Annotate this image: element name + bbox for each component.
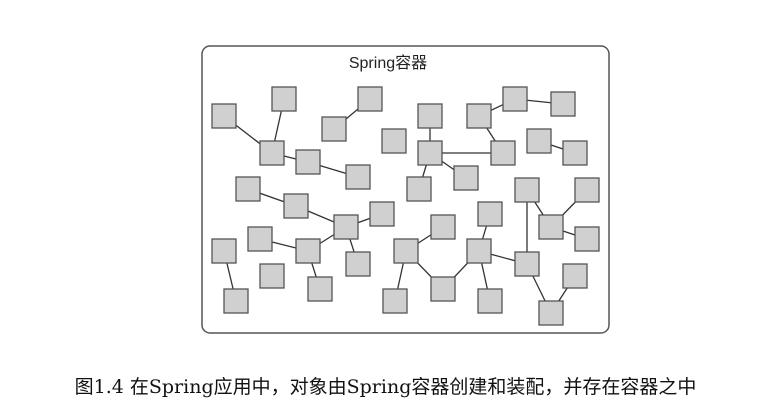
beans <box>211 86 600 326</box>
bean-box <box>295 149 321 175</box>
bean-box <box>538 300 564 326</box>
bean-box <box>321 116 347 142</box>
bean-box <box>283 193 309 219</box>
figure-caption: 图1.4 在Spring应用中，对象由Spring容器创建和装配，并存在容器之中 <box>74 376 697 398</box>
bean-box <box>223 288 249 314</box>
bean-box <box>382 288 408 314</box>
bean-box <box>477 201 503 227</box>
bean-box <box>345 164 371 190</box>
bean-box <box>211 103 237 129</box>
bean-box <box>466 238 492 264</box>
bean-box <box>562 263 588 289</box>
bean-box <box>550 91 576 117</box>
bean-box <box>333 214 359 240</box>
spring-container-diagram: Spring容器 <box>201 45 610 334</box>
bean-box <box>514 251 540 277</box>
bean-box <box>466 103 492 129</box>
bean-box <box>247 226 273 252</box>
bean-box <box>211 238 237 264</box>
bean-box <box>369 201 395 227</box>
bean-box <box>538 214 564 240</box>
bean-box <box>562 140 588 166</box>
bean-box <box>574 226 600 252</box>
bean-box <box>357 86 383 112</box>
bean-box <box>430 214 456 240</box>
bean-box <box>259 140 285 166</box>
bean-box <box>502 86 528 112</box>
bean-box <box>345 251 371 277</box>
bean-box <box>526 128 552 154</box>
bean-box <box>453 165 479 191</box>
bean-box <box>417 103 443 129</box>
bean-box <box>430 276 456 302</box>
bean-box <box>406 176 432 202</box>
bean-box <box>514 177 540 203</box>
container-title: Spring容器 <box>349 54 427 72</box>
bean-box <box>477 288 503 314</box>
bean-box <box>574 177 600 203</box>
bean-box <box>271 86 297 112</box>
bean-box <box>307 276 333 302</box>
bean-box <box>235 176 261 202</box>
bean-box <box>490 140 516 166</box>
bean-box <box>295 238 321 264</box>
bean-box <box>417 140 443 166</box>
bean-box <box>381 128 407 154</box>
bean-box <box>393 238 419 264</box>
bean-box <box>259 263 285 289</box>
